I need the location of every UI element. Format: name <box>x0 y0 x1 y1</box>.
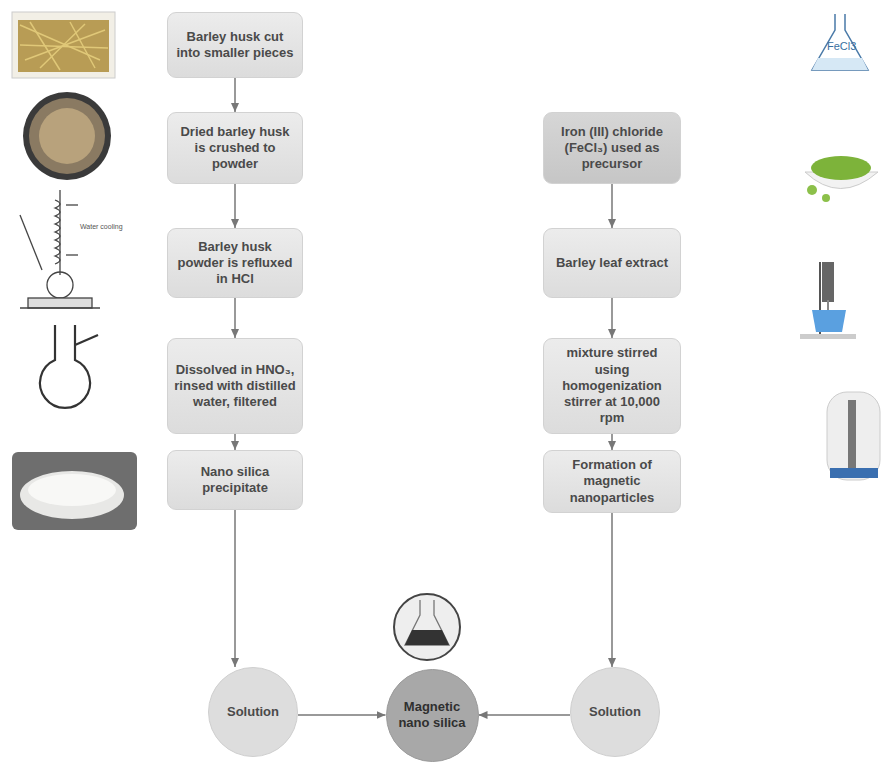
flow-arrow <box>234 78 236 112</box>
flow-arrow <box>298 714 386 716</box>
flow-arrow <box>611 298 613 338</box>
flow-arrow <box>234 298 236 338</box>
magnet-tube-photo <box>827 392 880 480</box>
product-flask-photo <box>394 594 460 660</box>
step-text: Solution <box>589 704 641 720</box>
process-box: mixture stirred using homogenization sti… <box>543 338 681 434</box>
step-text: Solution <box>227 704 279 720</box>
process-box: Dried barley husk is crushed to powder <box>167 112 303 184</box>
homogenizer-stirrer <box>800 262 856 339</box>
process-box: Barley leaf extract <box>543 228 681 298</box>
flow-arrow <box>611 513 613 667</box>
flask-label: FeCl3 <box>827 40 856 52</box>
step-text: Formation of magnetic nanoparticles <box>550 457 674 506</box>
mortar-photo <box>23 92 111 180</box>
step-text: Iron (III) chloride (FeCl₃) used as prec… <box>550 124 674 173</box>
flow-arrow <box>479 714 571 716</box>
result-circle: Solution <box>208 667 298 757</box>
process-box: Formation of magnetic nanoparticles <box>543 450 681 513</box>
step-text: Dried barley husk is crushed to powder <box>174 124 296 173</box>
flow-arrow <box>234 184 236 228</box>
result-circle: Magnetic nano silica <box>386 669 479 762</box>
process-box: Barley husk powder is refluxed in HCl <box>167 228 303 298</box>
step-text: Magnetic nano silica <box>393 699 472 732</box>
flow-arrow <box>234 510 236 667</box>
round-flask-symbol <box>40 325 98 408</box>
apparatus-label: Water cooling <box>80 223 123 230</box>
step-text: Nano silica precipitate <box>174 464 296 497</box>
process-box: Barley husk cut into smaller pieces <box>167 12 303 78</box>
flow-arrow <box>611 184 613 228</box>
barley-powder-bowl <box>805 156 878 202</box>
erlenmeyer-flask <box>812 14 868 70</box>
process-box: Iron (III) chloride (FeCl₃) used as prec… <box>543 112 681 184</box>
reflux-apparatus <box>20 190 100 308</box>
silica-bowl-photo <box>12 452 137 530</box>
step-text: Barley husk powder is refluxed in HCl <box>174 239 296 288</box>
flow-arrow <box>234 434 236 450</box>
step-text: Barley leaf extract <box>556 255 668 271</box>
step-text: Dissolved in HNO₃, rinsed with distilled… <box>174 362 296 411</box>
process-box: Dissolved in HNO₃, rinsed with distilled… <box>167 338 303 434</box>
flow-arrow <box>611 434 613 450</box>
step-text: mixture stirred using homogenization sti… <box>550 345 674 426</box>
process-box: Nano silica precipitate <box>167 450 303 510</box>
result-circle: Solution <box>570 667 660 757</box>
barley-husk-photo <box>12 12 115 78</box>
step-text: Barley husk cut into smaller pieces <box>174 29 296 62</box>
